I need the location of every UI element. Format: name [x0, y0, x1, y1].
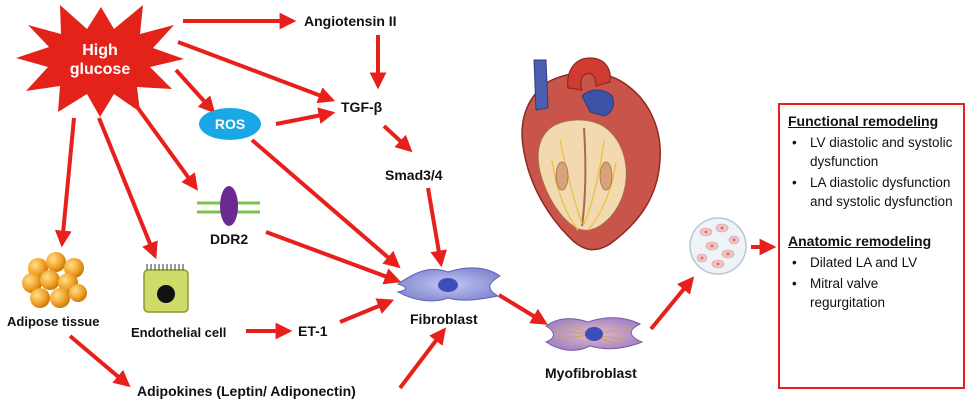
ddr2-label: DDR2 [210, 231, 248, 247]
smad-label: Smad3/4 [385, 167, 443, 183]
papillary-muscles [555, 161, 613, 191]
high-glucose-line2: glucose [70, 61, 131, 78]
arrow-ros-tgf [275, 107, 336, 126]
receptor-protein-icon [220, 186, 238, 226]
myofibroblast-label: Myofibroblast [545, 365, 637, 381]
anatomic-item-dilated: Dilated LA and LV [788, 253, 957, 272]
aorta [567, 57, 611, 91]
ddr2-node: DDR2 [197, 186, 260, 247]
tgf-beta-label: TGF-β [341, 99, 383, 115]
arrow-adipose-adipokines [68, 334, 131, 388]
arrow-ros-fibroblast [250, 138, 401, 269]
fat-cells-icon [22, 252, 87, 308]
fibroblast-nucleus [438, 278, 458, 292]
functional-remodeling-list: LV diastolic and systolic dysfunction LA… [788, 133, 957, 211]
high-glucose-line1: High [82, 42, 118, 59]
heart-illustration [521, 57, 661, 251]
pulmonary-artery [581, 89, 615, 117]
heart-septum [581, 127, 587, 227]
arrow-ddr2-fibroblast [265, 230, 402, 285]
arrow-fibroblast-myofibroblast [497, 293, 548, 325]
arrow-smad-fibroblast [426, 187, 448, 268]
remodeling-outcomes-box: Functional remodeling LV diastolic and s… [778, 103, 965, 389]
ros-ellipse [199, 108, 261, 140]
adipokines-label: Adipokines (Leptin/ Adiponectin) [137, 383, 356, 399]
fibrotic-tissue-icon [689, 217, 747, 275]
fibroblast-node: Fibroblast [396, 267, 501, 327]
adipose-tissue-node: Adipose tissue [7, 252, 99, 329]
anatomic-remodeling-list: Dilated LA and LV Mitral valve regurgita… [788, 253, 957, 312]
conduction-fibers [551, 139, 617, 231]
functional-item-lv: LV diastolic and systolic dysfunction [788, 133, 957, 171]
arrow-glucose-tgf [177, 40, 336, 104]
arrow-et1-fibroblast [339, 298, 395, 324]
et1-label: ET-1 [298, 323, 328, 339]
myofibroblast-node: Myofibroblast [544, 317, 644, 381]
anatomic-item-mitral: Mitral valve regurgitation [788, 274, 957, 312]
angiotensin-label: Angiotensin II [304, 13, 397, 29]
arrow-glucose-ddr2 [133, 102, 198, 191]
ros-node: ROS [199, 108, 261, 140]
adipose-label: Adipose tissue [7, 314, 99, 329]
myofibroblast-nucleus [585, 327, 603, 341]
arrow-glucose-endothelial [97, 117, 158, 260]
arrow-glucose-ros [174, 68, 216, 114]
starburst-icon [16, 5, 184, 117]
endothelial-cell-node: Endothelial cell [131, 264, 226, 340]
fibroblast-label: Fibroblast [410, 311, 478, 327]
arrow-adipokines-fibroblast [398, 327, 447, 390]
arrow-glucose-adipose [54, 117, 76, 248]
endothelial-cell-icon [143, 264, 189, 313]
functional-item-la: LA diastolic dysfunction and systolic dy… [788, 173, 957, 211]
functional-remodeling-title: Functional remodeling [788, 113, 939, 129]
high-glucose-node: High glucose [16, 5, 184, 117]
arrows [54, 12, 777, 390]
vena-cava [533, 59, 549, 111]
arrow-myofibroblast-tissue [649, 276, 695, 331]
arrow-tgf-smad [382, 124, 413, 153]
ros-label: ROS [215, 116, 245, 132]
endothelial-label: Endothelial cell [131, 325, 226, 340]
anatomic-remodeling-title: Anatomic remodeling [788, 233, 932, 249]
